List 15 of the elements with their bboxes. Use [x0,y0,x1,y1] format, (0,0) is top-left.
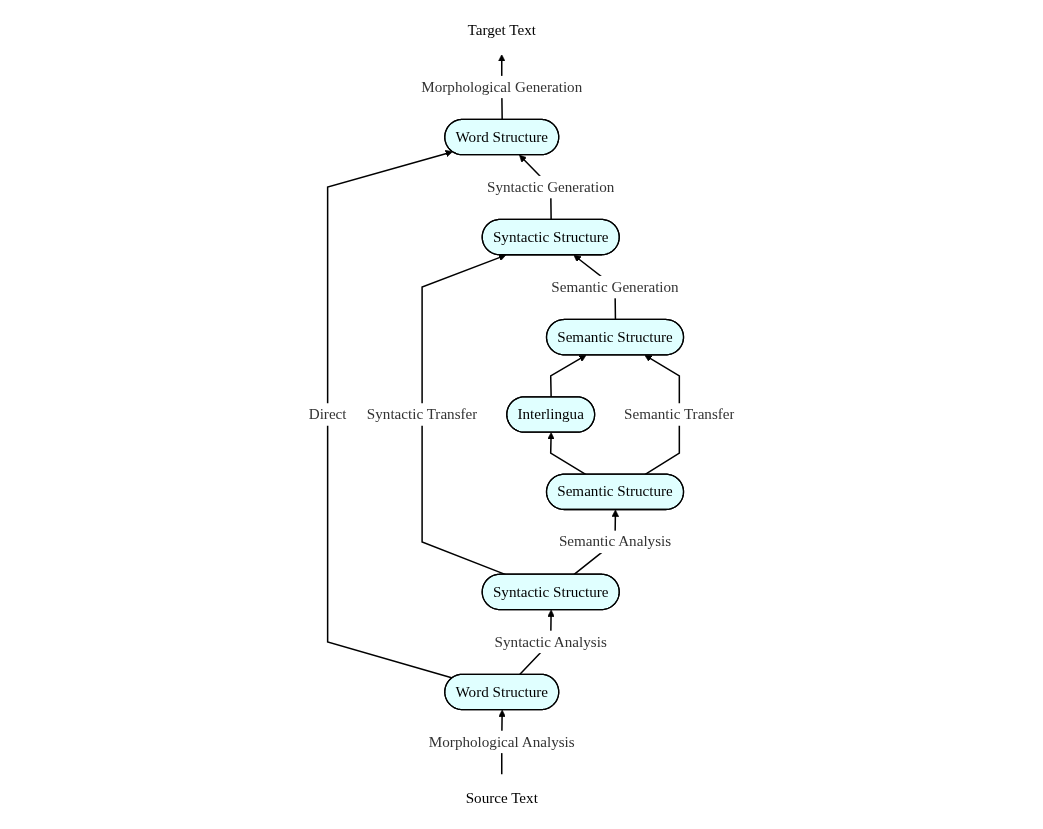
edge-label: Direct [308,405,347,423]
arrow [547,432,587,476]
arrow [326,150,454,679]
arrow [421,254,507,576]
edge-label: Morphological Analysis [428,733,575,750]
edge-label: Syntactic Analysis [494,633,607,650]
edge-label: Syntactic Generation [486,178,615,196]
edge-label: Semantic Analysis [558,533,671,550]
edge-label: Syntactic Transfer [366,405,478,423]
node-text: Source Text [465,789,538,807]
edge-label: Morphological Generation [421,78,583,96]
arrow [549,354,587,398]
node-text: Target Text [467,21,536,39]
edge-label: Semantic Generation [551,278,679,296]
edge-label: Semantic Transfer [623,405,735,423]
